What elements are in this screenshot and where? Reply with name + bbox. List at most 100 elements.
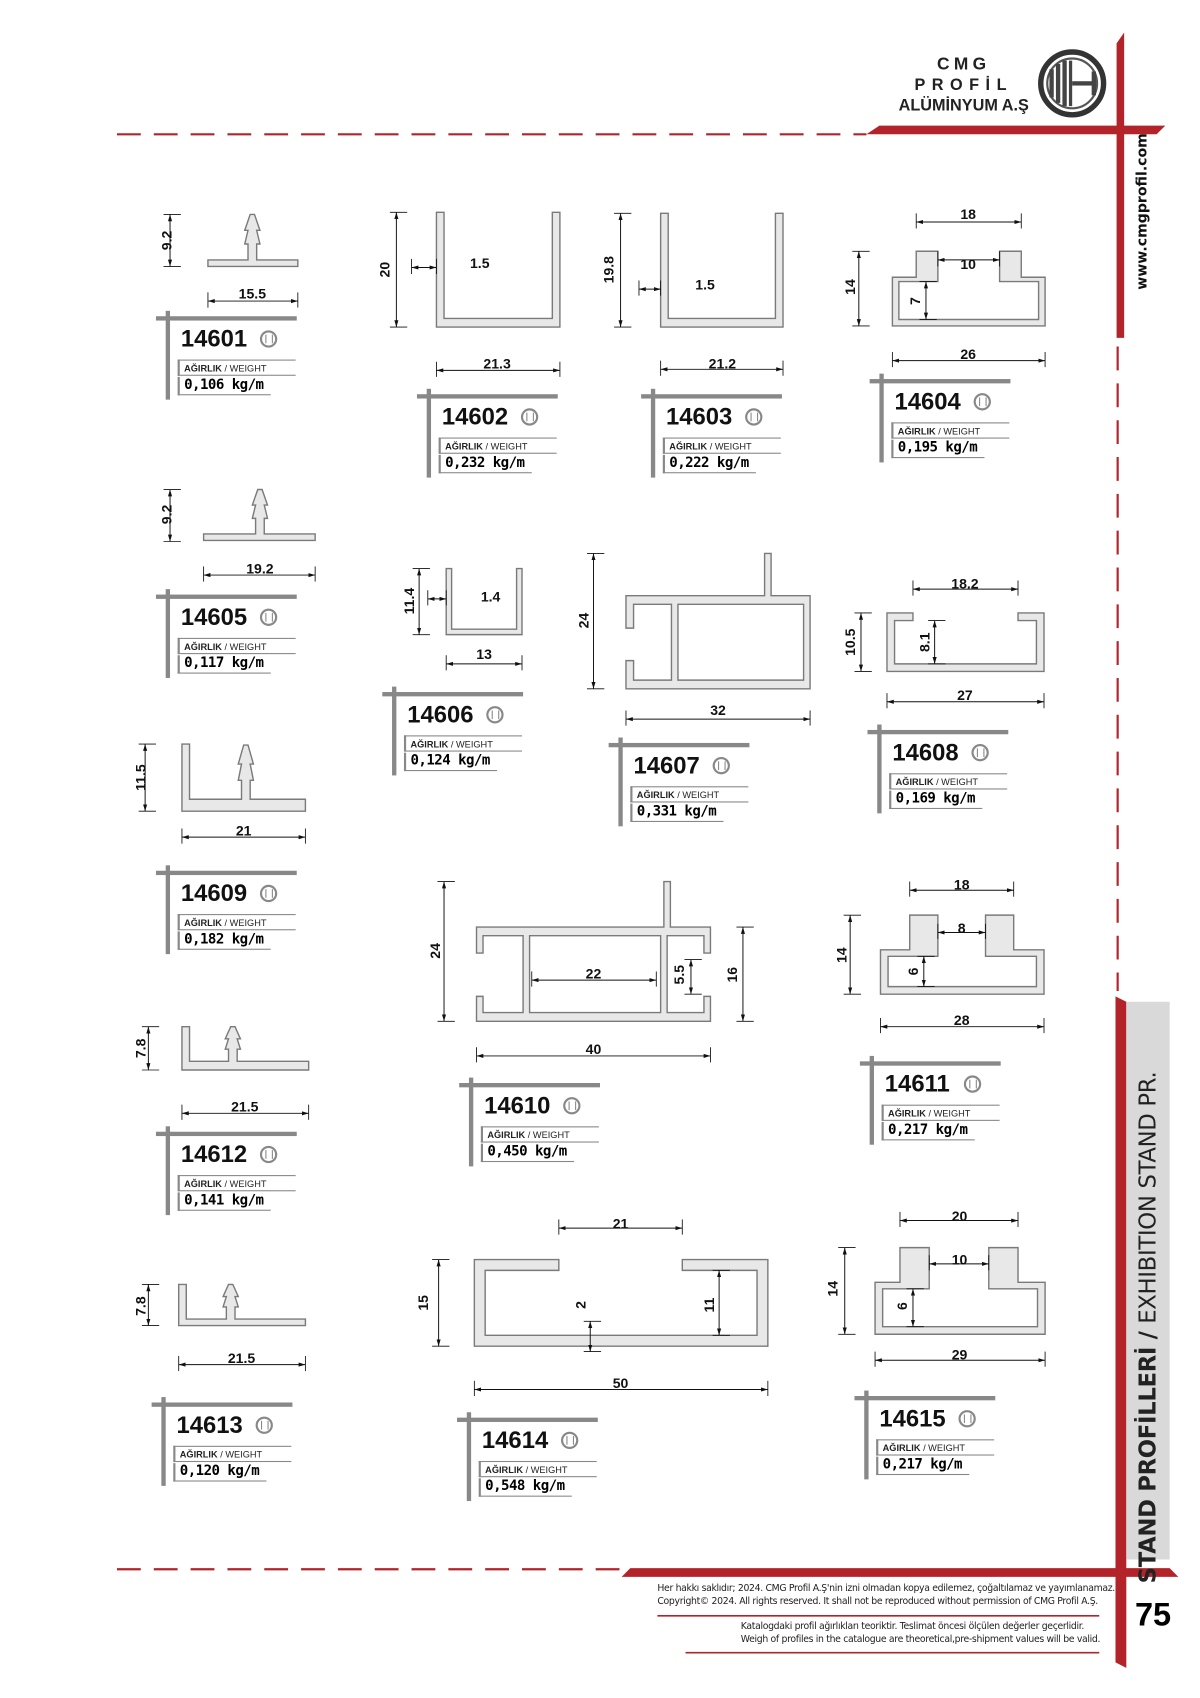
card-frame-left — [165, 1126, 171, 1216]
profile-card-14607: 14607 AĞIRLIK / WEIGHT 0,331 kg/m — [608, 737, 753, 830]
card-frame-left — [864, 1390, 869, 1480]
weight-label: AĞIRLIK / WEIGHT — [478, 1460, 597, 1478]
profile-drawing-14612: 7.821.5 — [133, 1025, 310, 1120]
card-frame-top — [151, 1402, 293, 1407]
card-frame-top — [457, 1417, 598, 1422]
dimension-label: 21.5 — [231, 1099, 259, 1115]
dimension-label: 18 — [960, 206, 976, 222]
dimension-label: 19.2 — [246, 560, 274, 576]
weight-label-en: / WEIGHT — [525, 1464, 568, 1476]
weight-value: 0,217 kg/m — [876, 1456, 970, 1476]
profile-code: 14613 — [176, 1411, 243, 1439]
weight-label: AĞIRLIK / WEIGHT — [881, 1104, 1000, 1121]
card-frame-left — [161, 1397, 166, 1486]
weight-label-en: / WEIGHT — [450, 738, 493, 750]
dimension-label: 11.4 — [401, 588, 417, 615]
logo-icon — [259, 1145, 278, 1164]
dimension-label: 6 — [894, 1302, 910, 1310]
logo-icon — [486, 706, 504, 724]
dimension-label: 8.1 — [917, 632, 933, 652]
weight-value: 0,450 kg/m — [480, 1143, 574, 1163]
website-link[interactable]: www.cmgprofil.com — [1134, 133, 1151, 290]
weight-value: 0,232 kg/m — [438, 454, 532, 474]
dimension-label: 13 — [476, 646, 492, 662]
section-title-tr: STAND PROFİLLERİ — [1134, 1346, 1161, 1584]
profile-section — [879, 914, 1045, 995]
profile-drawing-14613: 7.821.5 — [133, 1283, 307, 1372]
profile-code: 14602 — [441, 402, 509, 430]
logo-icon — [745, 408, 763, 426]
profile-code: 14614 — [481, 1426, 549, 1454]
logo-icon — [255, 1416, 273, 1434]
weight-label-tr: AĞIRLIK — [179, 1449, 218, 1460]
card-frame-top — [155, 594, 297, 599]
weight-label-tr: AĞIRLIK — [487, 1129, 526, 1141]
section-band — [1126, 1001, 1170, 1560]
dimension-label: 15 — [415, 1295, 431, 1311]
dimension-label: 10 — [960, 256, 976, 272]
weight-label-tr: AĞIRLIK — [184, 917, 222, 929]
profile-card-14603: 14603 AĞIRLIK / WEIGHT 0,222 kg/m — [641, 388, 785, 481]
weight-label: AĞIRLIK / WEIGHT — [177, 914, 296, 931]
dimension-label: 40 — [586, 1041, 602, 1057]
dimension-label: 1.5 — [695, 277, 715, 293]
dimension-label: 8 — [958, 920, 966, 936]
card-frame-top — [416, 394, 558, 399]
profile-section — [207, 213, 299, 268]
card-frame-left — [392, 686, 397, 776]
profile-section — [891, 250, 1046, 327]
logo-icon — [963, 1075, 982, 1093]
weight-label-tr: AĞIRLIK — [636, 789, 675, 801]
profile-section — [181, 1025, 310, 1071]
dimension-label: 21.3 — [483, 356, 511, 372]
weight-value: 0,217 kg/m — [881, 1121, 975, 1141]
footer-rights-tr: Her hakkı saklıdır; 2024. CMG Profil A.Ş… — [657, 1583, 1115, 1595]
weight-value: 0,195 kg/m — [891, 439, 985, 459]
weight-label-tr: AĞIRLIK — [184, 362, 222, 374]
footer-rights-en: Copyright© 2024. All rights reserved. It… — [657, 1596, 1098, 1608]
weight-label-tr: AĞIRLIK — [445, 440, 483, 452]
weight-label-tr: AĞIRLIK — [895, 776, 934, 788]
card-frame-top — [854, 1395, 996, 1401]
logo-icon — [560, 1431, 579, 1450]
section-title-sep: / — [1134, 1323, 1161, 1347]
profile-card-14613: 14613 AĞIRLIK / WEIGHT 0,120 kg/m — [151, 1397, 296, 1489]
weight-label-tr: AĞIRLIK — [184, 641, 222, 652]
weight-value: 0,169 kg/m — [889, 790, 983, 810]
dimension-label: 16 — [724, 967, 740, 983]
profile-code: 14605 — [180, 603, 248, 631]
weight-label-tr: AĞIRLIK — [485, 1464, 524, 1476]
dimension-label: 21 — [236, 822, 252, 838]
weight-label-tr: AĞIRLIK — [882, 1442, 921, 1454]
dimension-label: 10 — [952, 1251, 968, 1267]
weight-label: AĞIRLIK / WEIGHT — [889, 773, 1008, 790]
dimension-label: 24 — [427, 943, 443, 959]
dimension-label: 24 — [576, 613, 592, 629]
dimension-label: 11.5 — [133, 764, 149, 791]
card-frame-top — [867, 729, 1009, 735]
card-frame-left — [650, 388, 656, 478]
logo-icon — [520, 408, 539, 426]
profile-card-14612: 14612 AĞIRLIK / WEIGHT 0,141 kg/m — [155, 1126, 300, 1219]
dimension-label: 7.8 — [133, 1296, 149, 1316]
card-frame-left — [877, 724, 882, 814]
profile-section — [202, 488, 316, 542]
dimension-label: 6 — [905, 967, 921, 975]
profile-code: 14610 — [484, 1091, 551, 1119]
weight-label: AĞIRLIK / WEIGHT — [662, 437, 781, 454]
dimension-label: 14 — [833, 947, 849, 963]
dimension-label: 14 — [825, 1281, 841, 1297]
card-frame-top — [869, 379, 1011, 384]
weight-label: AĞIRLIK / WEIGHT — [891, 422, 1010, 439]
logo-icon — [973, 393, 991, 411]
card-frame-left — [165, 865, 171, 955]
dimension-label: 50 — [613, 1375, 629, 1391]
footer-note-en: Weigh of profiles in the catalogue are t… — [740, 1634, 1101, 1646]
section-title: STAND PROFİLLERİ / EXHIBITION STAND PR. — [1134, 1031, 1161, 1584]
